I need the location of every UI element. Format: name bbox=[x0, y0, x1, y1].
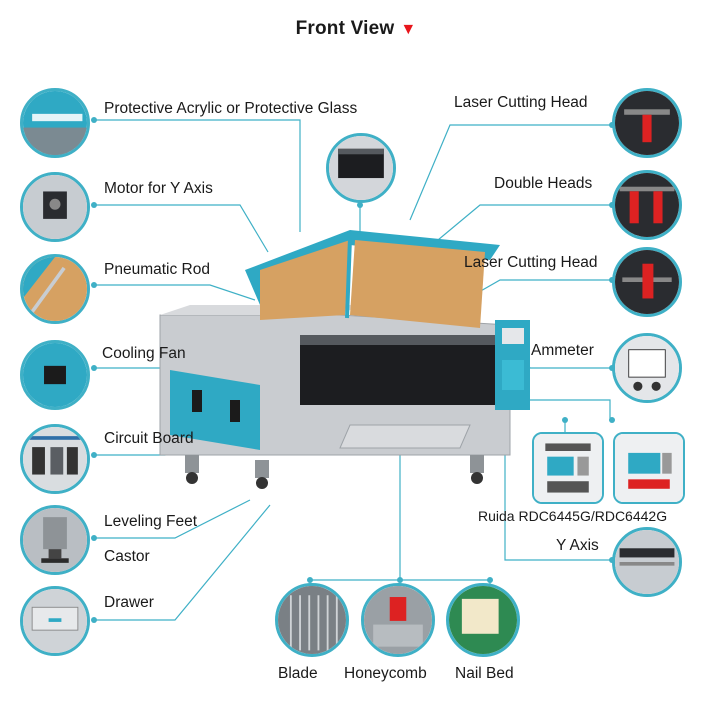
label-pneumatic-rod: Pneumatic Rod bbox=[104, 261, 210, 278]
label-cooling-fan: Cooling Fan bbox=[102, 345, 186, 362]
laser-machine-illustration bbox=[159, 230, 530, 489]
y-axis-photo bbox=[612, 527, 682, 597]
double-heads-photo bbox=[612, 170, 682, 240]
drawer-photo bbox=[20, 586, 90, 656]
page-title: Front View▼ bbox=[295, 18, 417, 39]
label-ammeter: Ammeter bbox=[531, 342, 594, 359]
cooling-fan-photo bbox=[20, 340, 90, 410]
label-y-axis: Y Axis bbox=[556, 537, 599, 554]
label-ruida: Ruida RDC6445G/RDC6442G bbox=[478, 508, 668, 524]
label-laser-cutting-head-1: Laser Cutting Head bbox=[454, 94, 588, 111]
protective-cover-photo bbox=[326, 133, 396, 203]
motor-y-axis-photo bbox=[20, 172, 90, 242]
laser-cutting-head-photo-2 bbox=[612, 247, 682, 317]
label-drawer: Drawer bbox=[104, 594, 154, 611]
nail-bed-photo bbox=[446, 583, 520, 657]
blade-photo bbox=[275, 583, 349, 657]
label-nail-bed: Nail Bed bbox=[455, 665, 514, 682]
ruida-controller-photo-1 bbox=[532, 432, 604, 504]
label-circuit-board: Circuit Board bbox=[104, 430, 194, 447]
ammeter-photo bbox=[612, 333, 682, 403]
label-honeycomb: Honeycomb bbox=[344, 665, 427, 682]
label-leveling-feet: Leveling Feet bbox=[104, 513, 198, 530]
label-protective-acrylic: Protective Acrylic or Protective Glass bbox=[104, 100, 358, 117]
label-blade: Blade bbox=[278, 665, 318, 682]
label-castor: Castor bbox=[104, 548, 150, 565]
pneumatic-rod-photo bbox=[20, 254, 90, 324]
honeycomb-photo bbox=[361, 583, 435, 657]
ruida-controller-photo-2 bbox=[613, 432, 685, 504]
circuit-board-photo bbox=[20, 424, 90, 494]
protective-acrylic-photo bbox=[20, 88, 90, 158]
label-double-heads: Double Heads bbox=[494, 175, 593, 192]
label-motor-y-axis: Motor for Y Axis bbox=[104, 180, 213, 197]
leveling-feet-castor-photo bbox=[20, 505, 90, 575]
laser-cutting-head-photo-1 bbox=[612, 88, 682, 158]
label-laser-cutting-head-2: Laser Cutting Head bbox=[464, 254, 598, 271]
triangle-down-icon: ▼ bbox=[400, 21, 417, 38]
